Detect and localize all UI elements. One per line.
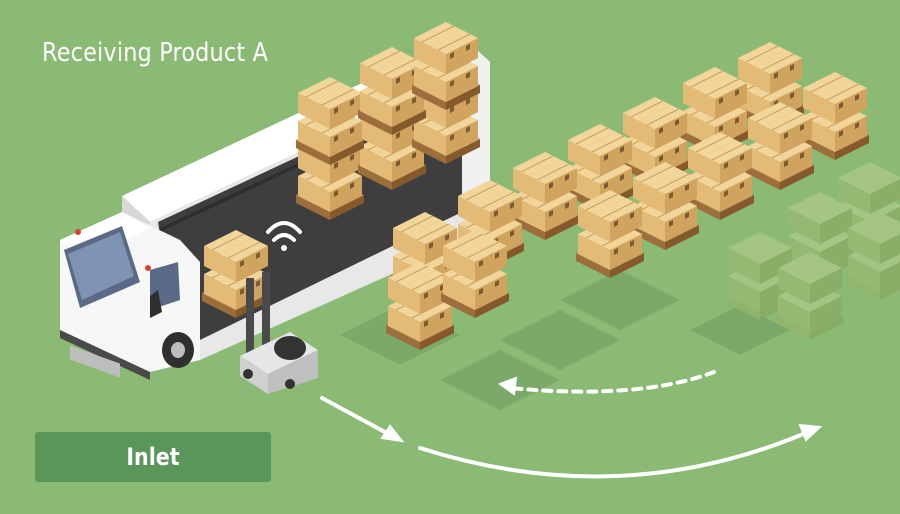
diagram-title: Receiving Product A — [42, 38, 269, 68]
wifi-icon — [266, 221, 302, 251]
flow-arrows — [320, 370, 823, 479]
ghost-pallets — [726, 162, 900, 340]
inlet-label: Inlet — [126, 443, 180, 471]
inlet-label-box: Inlet — [35, 432, 271, 482]
automated-forklift — [202, 230, 318, 394]
floor-markers — [340, 270, 790, 410]
